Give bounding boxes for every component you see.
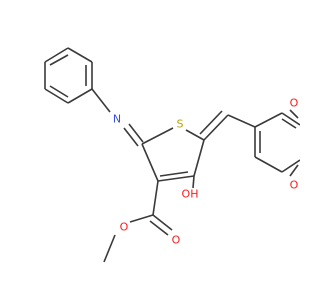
atom-nitrogen: N — [113, 113, 121, 126]
atom-ester-oxygen: O — [120, 221, 129, 234]
bond-o-methyl — [103, 234, 116, 263]
thiophene-ring — [141, 127, 205, 182]
molecule-structure: S N OH O O O O — [44, 47, 300, 263]
atom-dioxole-oxygen-bottom: O — [290, 179, 299, 192]
dioxole-bonds — [289, 109, 299, 177]
phenyl-ring — [44, 47, 93, 104]
ester-carbonyl — [149, 214, 173, 236]
exocyclic-double-bond — [199, 110, 229, 141]
bond-ring-ester — [152, 180, 159, 216]
atom-sulfur: S — [177, 118, 184, 131]
benzodioxole-ring — [254, 112, 300, 173]
bond-ester-o — [129, 214, 154, 223]
molecule-canvas: S N OH O O O O — [44, 47, 300, 263]
atom-hydroxyl: OH — [182, 188, 199, 201]
imine-double-bond — [123, 123, 144, 147]
atom-dioxole-oxygen-top: O — [290, 97, 299, 110]
atom-labels: S N OH O O O O — [113, 97, 299, 247]
atom-carbonyl-oxygen: O — [172, 234, 181, 247]
bond-ch-aryl — [227, 114, 256, 128]
bond-c-oh — [192, 175, 195, 189]
bond-phenyl-n — [91, 88, 111, 113]
